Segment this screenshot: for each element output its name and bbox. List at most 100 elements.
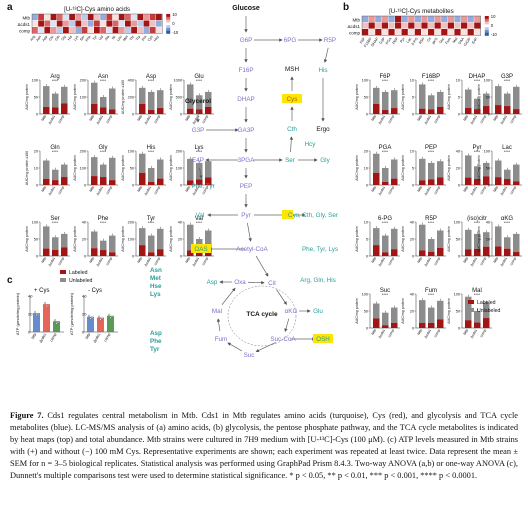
panel-a-chart-gly-tick-label: 200 [80,150,86,154]
panel-a-chart-gln-tick-label: 10 [34,167,38,171]
panel-a-chart-arg-x-tick-label: Δcds1 [48,115,56,126]
pathway-node-asp_group-line: Asp [150,330,162,337]
panel-b-chart-1-ylabel: AUC/mg protein [401,84,405,110]
panel-b-chart-11-x-tick-label: Mtb [493,257,499,264]
panel-a-heatmap-cell [44,14,51,21]
panel-b-chart-0-title: F6P [379,74,390,80]
pathway-arrow-oxa-cit [247,280,265,285]
panel-a-heatmap-cell [112,20,119,27]
pathway-node-e4p: E4P [192,157,204,164]
panel-a-chart-val-tick-label: 20 [178,238,182,242]
pathway-arrow-acetyl_coa-cit [255,255,269,277]
panel-a-legend-swatch-unlabeled [60,278,66,282]
panel-a-chart-lys-bar-labeled [205,177,212,185]
panel-a-heatmap-cell [106,14,113,21]
panel-b-chart-7-tick-label: 50 [486,167,490,171]
panel-b-legend-swatch-unlabeled [468,308,474,312]
panel-b-chart-5-x-tick-label: Δcds1 [424,186,432,197]
panel-a-heatmap-cell [87,20,94,27]
panel-a-chart-phe-bar-unlabeled [100,240,107,251]
panel-a-chart-arg-bar-labeled [43,107,50,114]
panel-a-chart-val-tick-label: 0 [180,255,182,259]
panel-b-chart-7-x-tick-label: Mtb [493,186,499,193]
panel-a-heatmap-cell [38,27,44,34]
caption-label: Figure 7. [10,411,44,420]
panel-b-chart-7-bar-labeled [495,177,502,185]
panel-a-chart-his-bar-labeled [148,181,155,185]
panel-b-chart-4-bar-unlabeled [391,159,398,179]
panel-b-chart-4-tick-label: 0 [366,184,368,188]
panel-a-chart-tyr-bar-labeled [157,249,164,256]
panel-b-chart-11-bar-unlabeled [504,237,511,249]
panel-a-heatmap-cell [94,27,100,34]
panel-b-chart-0-bar-labeled [391,108,398,114]
panel-a-chart-gln-x-tick-label: comp [57,186,65,196]
panel-a-heatmap-title: [U-¹³C]-Cys amino acids [64,6,130,13]
panel-a-chart-asn-tick-label: 100 [80,96,86,100]
pathway-node-ga3p: GA3P [238,127,255,134]
panel-b-chart-10-bar-labeled [465,249,472,256]
panel-a-chart-glu-bar-labeled [205,106,212,114]
panel-a-chart-asn-x-tick-label: comp [105,115,113,125]
pathway-arrow-akg-suc_coa [284,318,290,332]
panel-b-chart-5-x-tick-label: Mtb [417,186,423,193]
pathway-node-g6p: G6P [240,37,253,44]
panel-a-colorbar-tick: 10 [172,12,177,17]
panel-b-chart-4-bar-labeled [373,172,380,185]
panel-a-chart-his-tick-label: 0 [132,184,134,188]
panel-b-heatmap-cell [381,22,388,29]
panel-b-chart-2-tick-label: 5 [458,96,460,100]
panel-a-chart-gln-tick-label: 20 [34,150,38,154]
panel-b-chart-11-bar-unlabeled [513,233,520,253]
panel-a-heatmap-row-label: Mtb [22,16,30,21]
panel-a-heatmap-cell [137,20,144,27]
panel-a-chart-val-x-tick-label: comp [201,257,209,267]
panel-a-heatmap-col-label: Leu [116,35,123,42]
panel-b-heatmap-row-label: Δcds1 [347,24,360,29]
panel-b-chart-10-title: (iso)citr [467,216,487,222]
panel-b-chart-2-bar-labeled [465,107,472,114]
panel-a-heatmap-col-label: Hcy [153,35,160,43]
panel-a-chart-phe-title: Phe [98,216,109,222]
panel-b-heatmap-col-label: αKG [431,37,439,45]
panel-a-chart-val-bar-unlabeled [205,230,212,248]
panel-a-chart-asp-tick-label: 0 [132,113,134,117]
panel-b-chart-2-x-tick-label: Δcds1 [470,115,478,126]
panel-b-chart-5-ylabel: AUC/mg protein [401,155,405,181]
panel-b-chart-10-bar-labeled [483,246,490,256]
panel-a-chart-tyr-bar-unlabeled [157,228,164,250]
panel-b-heatmap-row-label: Mtb [352,18,360,23]
panel-c-plus-point [57,321,59,324]
panel-a-chart-asn-bar-unlabeled [100,97,107,108]
panel-a-chart-gly-ylabel: AUC/mg protein [73,155,77,181]
panel-a-chart-phe-x-tick-label: comp [105,257,113,267]
panel-a-heatmap-cell [44,20,51,27]
panel-a-chart-asp-bar-labeled [139,103,146,114]
panel-b-chart-2-bar-unlabeled [465,89,472,108]
panel-b-chart-1-bar-labeled [419,108,426,114]
panel-b-chart-14-x-tick-label: Mtb [463,329,469,336]
panel-b-chart-8-x-tick-label: Mtb [371,257,377,264]
pathway-arrow-suc_coa-suc [255,342,276,352]
panel-a-heatmap-cell [131,27,137,34]
panel-b-colorbar-segment [484,24,489,28]
panel-b-chart-10-x-tick-label: Mtb [463,257,469,264]
panel-b-chart-3-x-tick-label: Mtb [493,115,499,122]
panel-b-colorbar-segment [484,32,489,36]
panel-a-chart-his-bar-labeled [139,172,146,185]
panel-b-heatmap-cell [388,22,395,29]
panel-a-chart-phe-bar-unlabeled [109,235,116,253]
panel-a-chart-phe-bar-labeled [91,248,98,256]
panel-a-chart-lys-x-tick-label: comp [201,186,209,196]
panel-a-chart-ser-tick-label: 100 [32,221,38,225]
panel-a-chart-phe-x-tick-label: Mtb [89,257,95,264]
panel-b-chart-14-tick-label: 50 [456,310,460,314]
panel-b-chart-0-bar-labeled [373,103,380,114]
panel-b-chart-0-tick-label: 50 [364,96,368,100]
panel-b-chart-14-x-tick-label: comp [479,329,487,339]
panel-b-chart-11-significance: **** [504,220,511,225]
panel-a-chart-asn-bar-labeled [91,103,98,114]
pathway-node-cth: Cth [287,126,297,133]
panel-a-chart-ser-bar-unlabeled [43,226,50,249]
panel-a-chart-asp-bar-unlabeled [157,90,164,109]
